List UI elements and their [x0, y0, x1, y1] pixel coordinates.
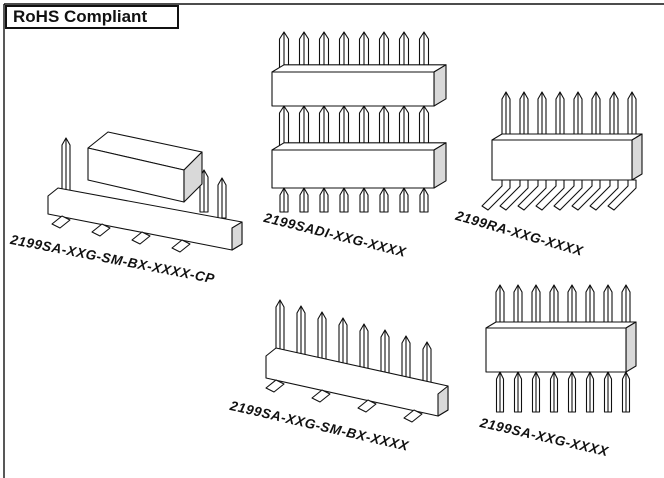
rohs-badge: RoHS Compliant: [5, 5, 179, 29]
pin-bent: [553, 179, 583, 211]
part-header-straight: [485, 284, 637, 413]
pin-bent: [499, 179, 529, 211]
sm-tab: [357, 399, 377, 413]
pin-bent: [535, 179, 565, 211]
part-header-dual-insulator: [271, 31, 447, 213]
part-header-sm-cap: [47, 131, 243, 253]
pin-bent: [481, 179, 511, 211]
part-header-right-angle: [481, 91, 643, 211]
sm-tab: [51, 215, 71, 229]
pin-bent: [589, 179, 619, 211]
sm-tab: [265, 379, 285, 393]
sm-tab: [403, 409, 423, 423]
pin-bent: [607, 179, 637, 211]
insulator-upper: [271, 64, 447, 73]
insulator-sm: [265, 347, 449, 417]
sm-tab: [311, 389, 331, 403]
insulator-lower: [271, 142, 447, 151]
pin-bent: [571, 179, 601, 211]
insulator: [485, 321, 637, 329]
sm-tab: [171, 239, 191, 253]
insulator-ra: [491, 133, 643, 141]
sm-tab: [91, 223, 111, 237]
part-header-sm: [265, 299, 449, 423]
sm-tab: [131, 231, 151, 245]
pin-bent: [517, 179, 547, 211]
